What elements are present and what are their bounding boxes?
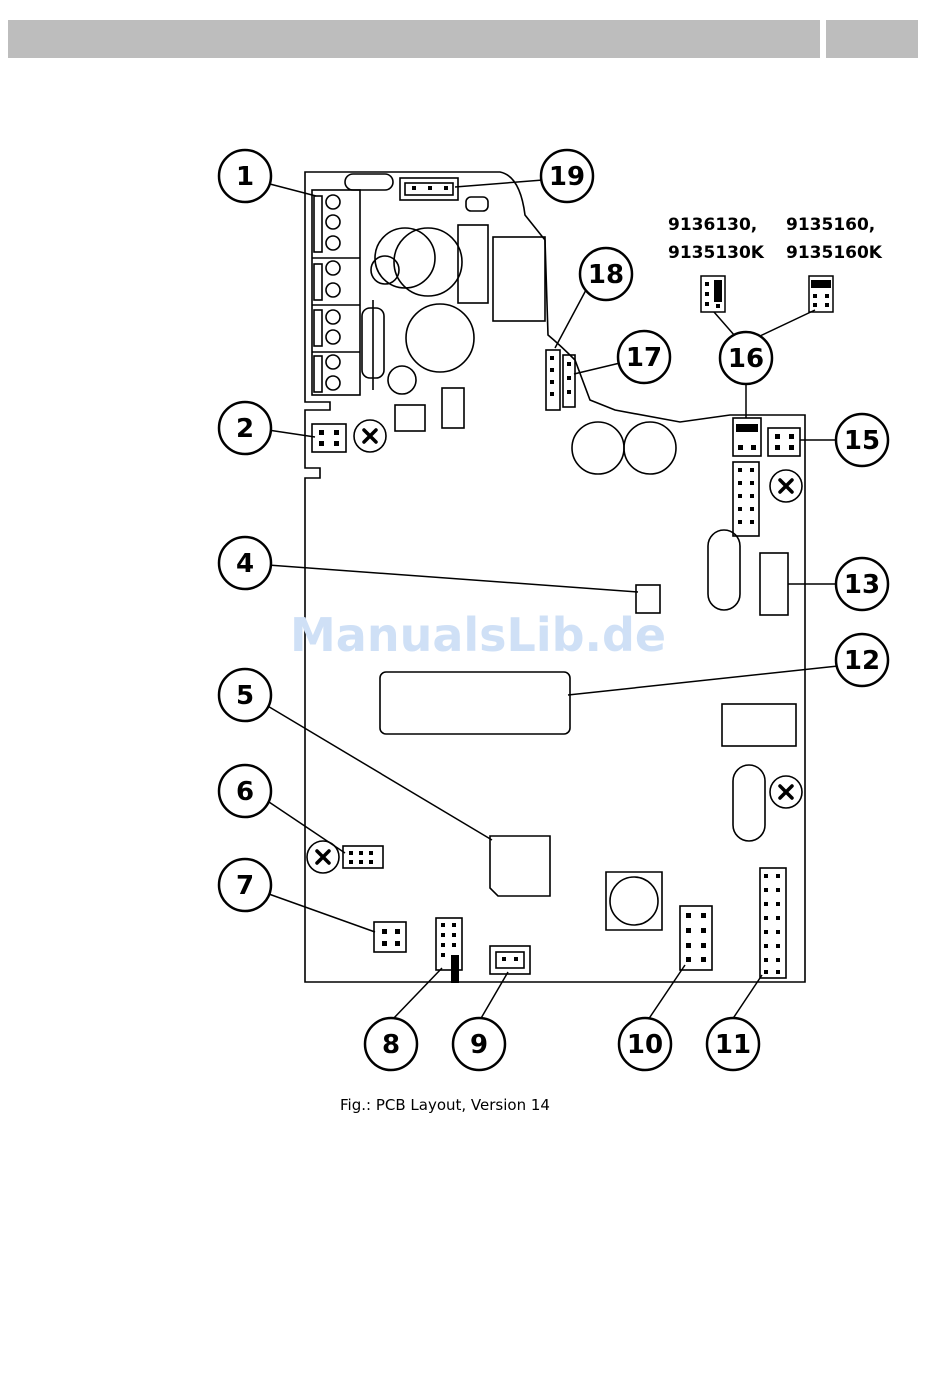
callout-leader-lines bbox=[266, 180, 840, 1020]
svg-text:6: 6 bbox=[236, 777, 254, 807]
pcb-board bbox=[305, 172, 805, 982]
variant-labels: 9136130, 9135130K 9135160, 9135160K bbox=[668, 215, 883, 263]
callout-17: 17 bbox=[618, 331, 670, 383]
svg-text:13: 13 bbox=[844, 570, 880, 600]
callout-18: 18 bbox=[580, 248, 632, 300]
variant-right-line1: 9135160, bbox=[786, 215, 875, 235]
variant-left-line1: 9136130, bbox=[668, 215, 757, 235]
svg-text:8: 8 bbox=[382, 1030, 400, 1060]
variant-left-line2: 9135130K bbox=[668, 243, 765, 263]
svg-text:2: 2 bbox=[236, 414, 254, 444]
callout-4: 4 bbox=[219, 537, 271, 589]
svg-text:1: 1 bbox=[236, 162, 254, 192]
callout-16: 16 bbox=[720, 332, 772, 384]
callout-5: 5 bbox=[219, 669, 271, 721]
variant-right-line2: 9135160K bbox=[786, 243, 883, 263]
callout-11: 11 bbox=[707, 1018, 759, 1070]
callout-13: 13 bbox=[836, 558, 888, 610]
callout-9: 9 bbox=[453, 1018, 505, 1070]
svg-text:7: 7 bbox=[236, 871, 254, 901]
watermark: ManualsLib.de bbox=[290, 608, 666, 662]
svg-text:5: 5 bbox=[236, 681, 254, 711]
svg-text:17: 17 bbox=[626, 343, 662, 373]
callout-8: 8 bbox=[365, 1018, 417, 1070]
jumper-variant-icons bbox=[701, 276, 833, 312]
svg-text:15: 15 bbox=[844, 426, 880, 456]
callout-7: 7 bbox=[219, 859, 271, 911]
callout-6: 6 bbox=[219, 765, 271, 817]
connector-pins bbox=[319, 186, 794, 983]
svg-text:4: 4 bbox=[236, 549, 254, 579]
callout-12: 12 bbox=[836, 634, 888, 686]
callout-10: 10 bbox=[619, 1018, 671, 1070]
callout-19: 19 bbox=[541, 150, 593, 202]
svg-text:11: 11 bbox=[715, 1030, 751, 1060]
svg-text:9: 9 bbox=[470, 1030, 488, 1060]
svg-text:16: 16 bbox=[728, 344, 764, 374]
figure-caption: Fig.: PCB Layout, Version 14 bbox=[340, 1096, 550, 1114]
svg-text:12: 12 bbox=[844, 646, 880, 676]
svg-text:10: 10 bbox=[627, 1030, 663, 1060]
svg-text:19: 19 bbox=[549, 162, 585, 192]
callout-15: 15 bbox=[836, 414, 888, 466]
callout-2: 2 bbox=[219, 402, 271, 454]
svg-text:18: 18 bbox=[588, 260, 624, 290]
callout-1: 1 bbox=[219, 150, 271, 202]
